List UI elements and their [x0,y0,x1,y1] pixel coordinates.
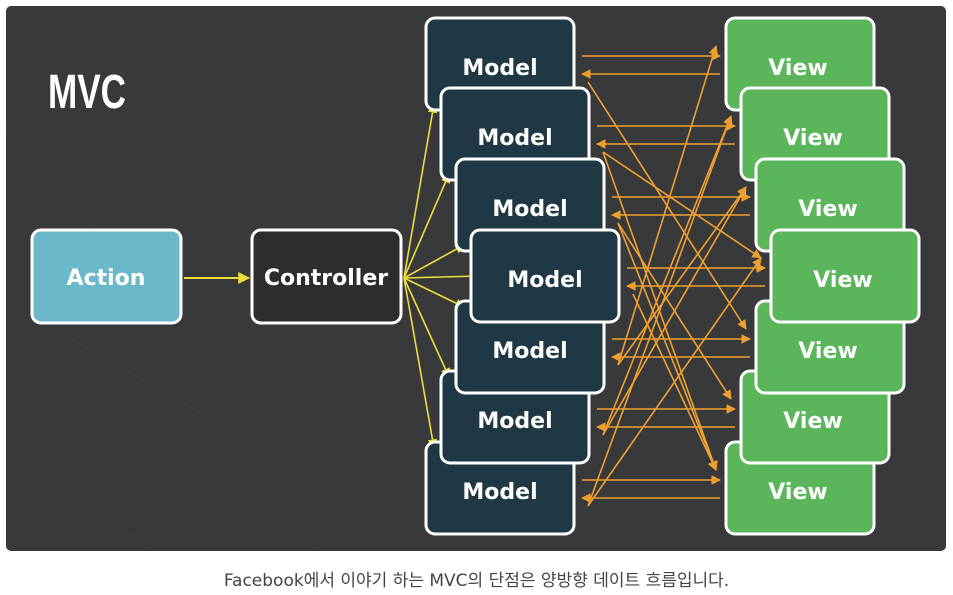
arrow-cross [587,115,733,507]
arrow-controller-to-model [403,277,438,449]
model-label: Model [477,126,552,151]
model-label: Model [492,197,567,222]
arrow-cross [602,151,762,259]
arrow-controller-to-model [403,277,450,378]
arrow-cross [587,257,762,507]
model-box: Model [424,440,576,536]
view-box: View [769,228,921,324]
arrow-controller-to-model [403,103,438,279]
mvc-diagram: MVC Action Controller ModelModelModelMod… [6,6,946,551]
view-box: View [754,299,906,395]
arrow-controller-to-model [403,244,465,279]
model-box: Model [469,228,621,324]
view-box: View [739,86,891,182]
yellow-arrows [184,103,480,449]
view-label: View [768,56,827,81]
view-label: View [813,268,872,293]
model-label: Model [477,409,552,434]
arrow-cross [617,222,718,471]
model-box-shape [469,228,621,324]
controller-box: Controller [250,228,403,325]
model-label: Model [462,480,537,505]
model-box: Model [454,157,606,253]
view-label: View [783,409,842,434]
action-label: Action [67,266,146,291]
arrow-controller-to-model [403,277,465,308]
view-box-shape [769,228,921,324]
controller-label: Controller [264,266,388,291]
arrow-cross [602,115,733,436]
model-box: Model [439,86,591,182]
view-label: View [798,197,857,222]
model-label: Model [507,268,582,293]
diagram-title: MVC [48,66,126,119]
model-label: Model [462,56,537,81]
arrow-controller-to-model [403,173,450,279]
orange-arrows [581,45,766,507]
arrow-cross [602,186,747,436]
arrow-cross [617,186,747,366]
model-box: Model [454,299,606,395]
view-label: View [783,126,842,151]
arrow-cross [617,45,719,366]
action-box: Action [30,228,183,325]
caption: Facebook에서 이야기 하는 MVC의 단점은 양방향 데이트 흐름입니다… [223,571,730,591]
model-label: Model [492,339,567,364]
view-label: View [798,339,857,364]
arrow-controller-to-model [403,271,480,282]
view-label: View [768,480,827,505]
